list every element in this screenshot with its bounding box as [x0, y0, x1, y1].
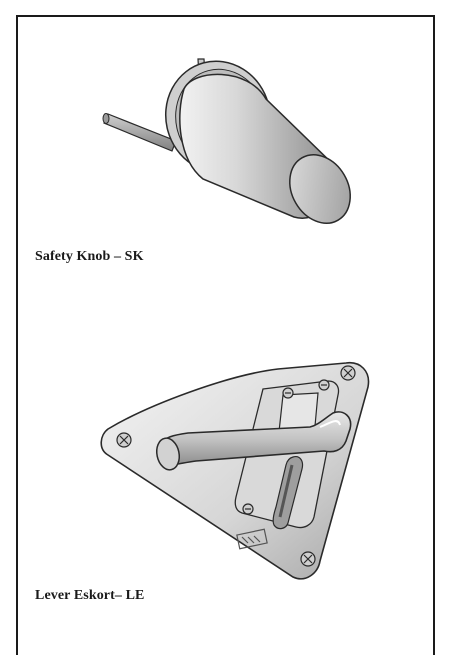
safety-knob-illustration	[102, 58, 351, 224]
safety-knob-caption: Safety Knob – SK	[35, 249, 144, 264]
brand-logo-icon	[236, 528, 268, 550]
lever-eskort-caption: Lever Eskort– LE	[35, 588, 145, 603]
product-sheet: Safety Knob – SK	[16, 15, 435, 655]
lever-handle-illustration	[100, 362, 370, 580]
